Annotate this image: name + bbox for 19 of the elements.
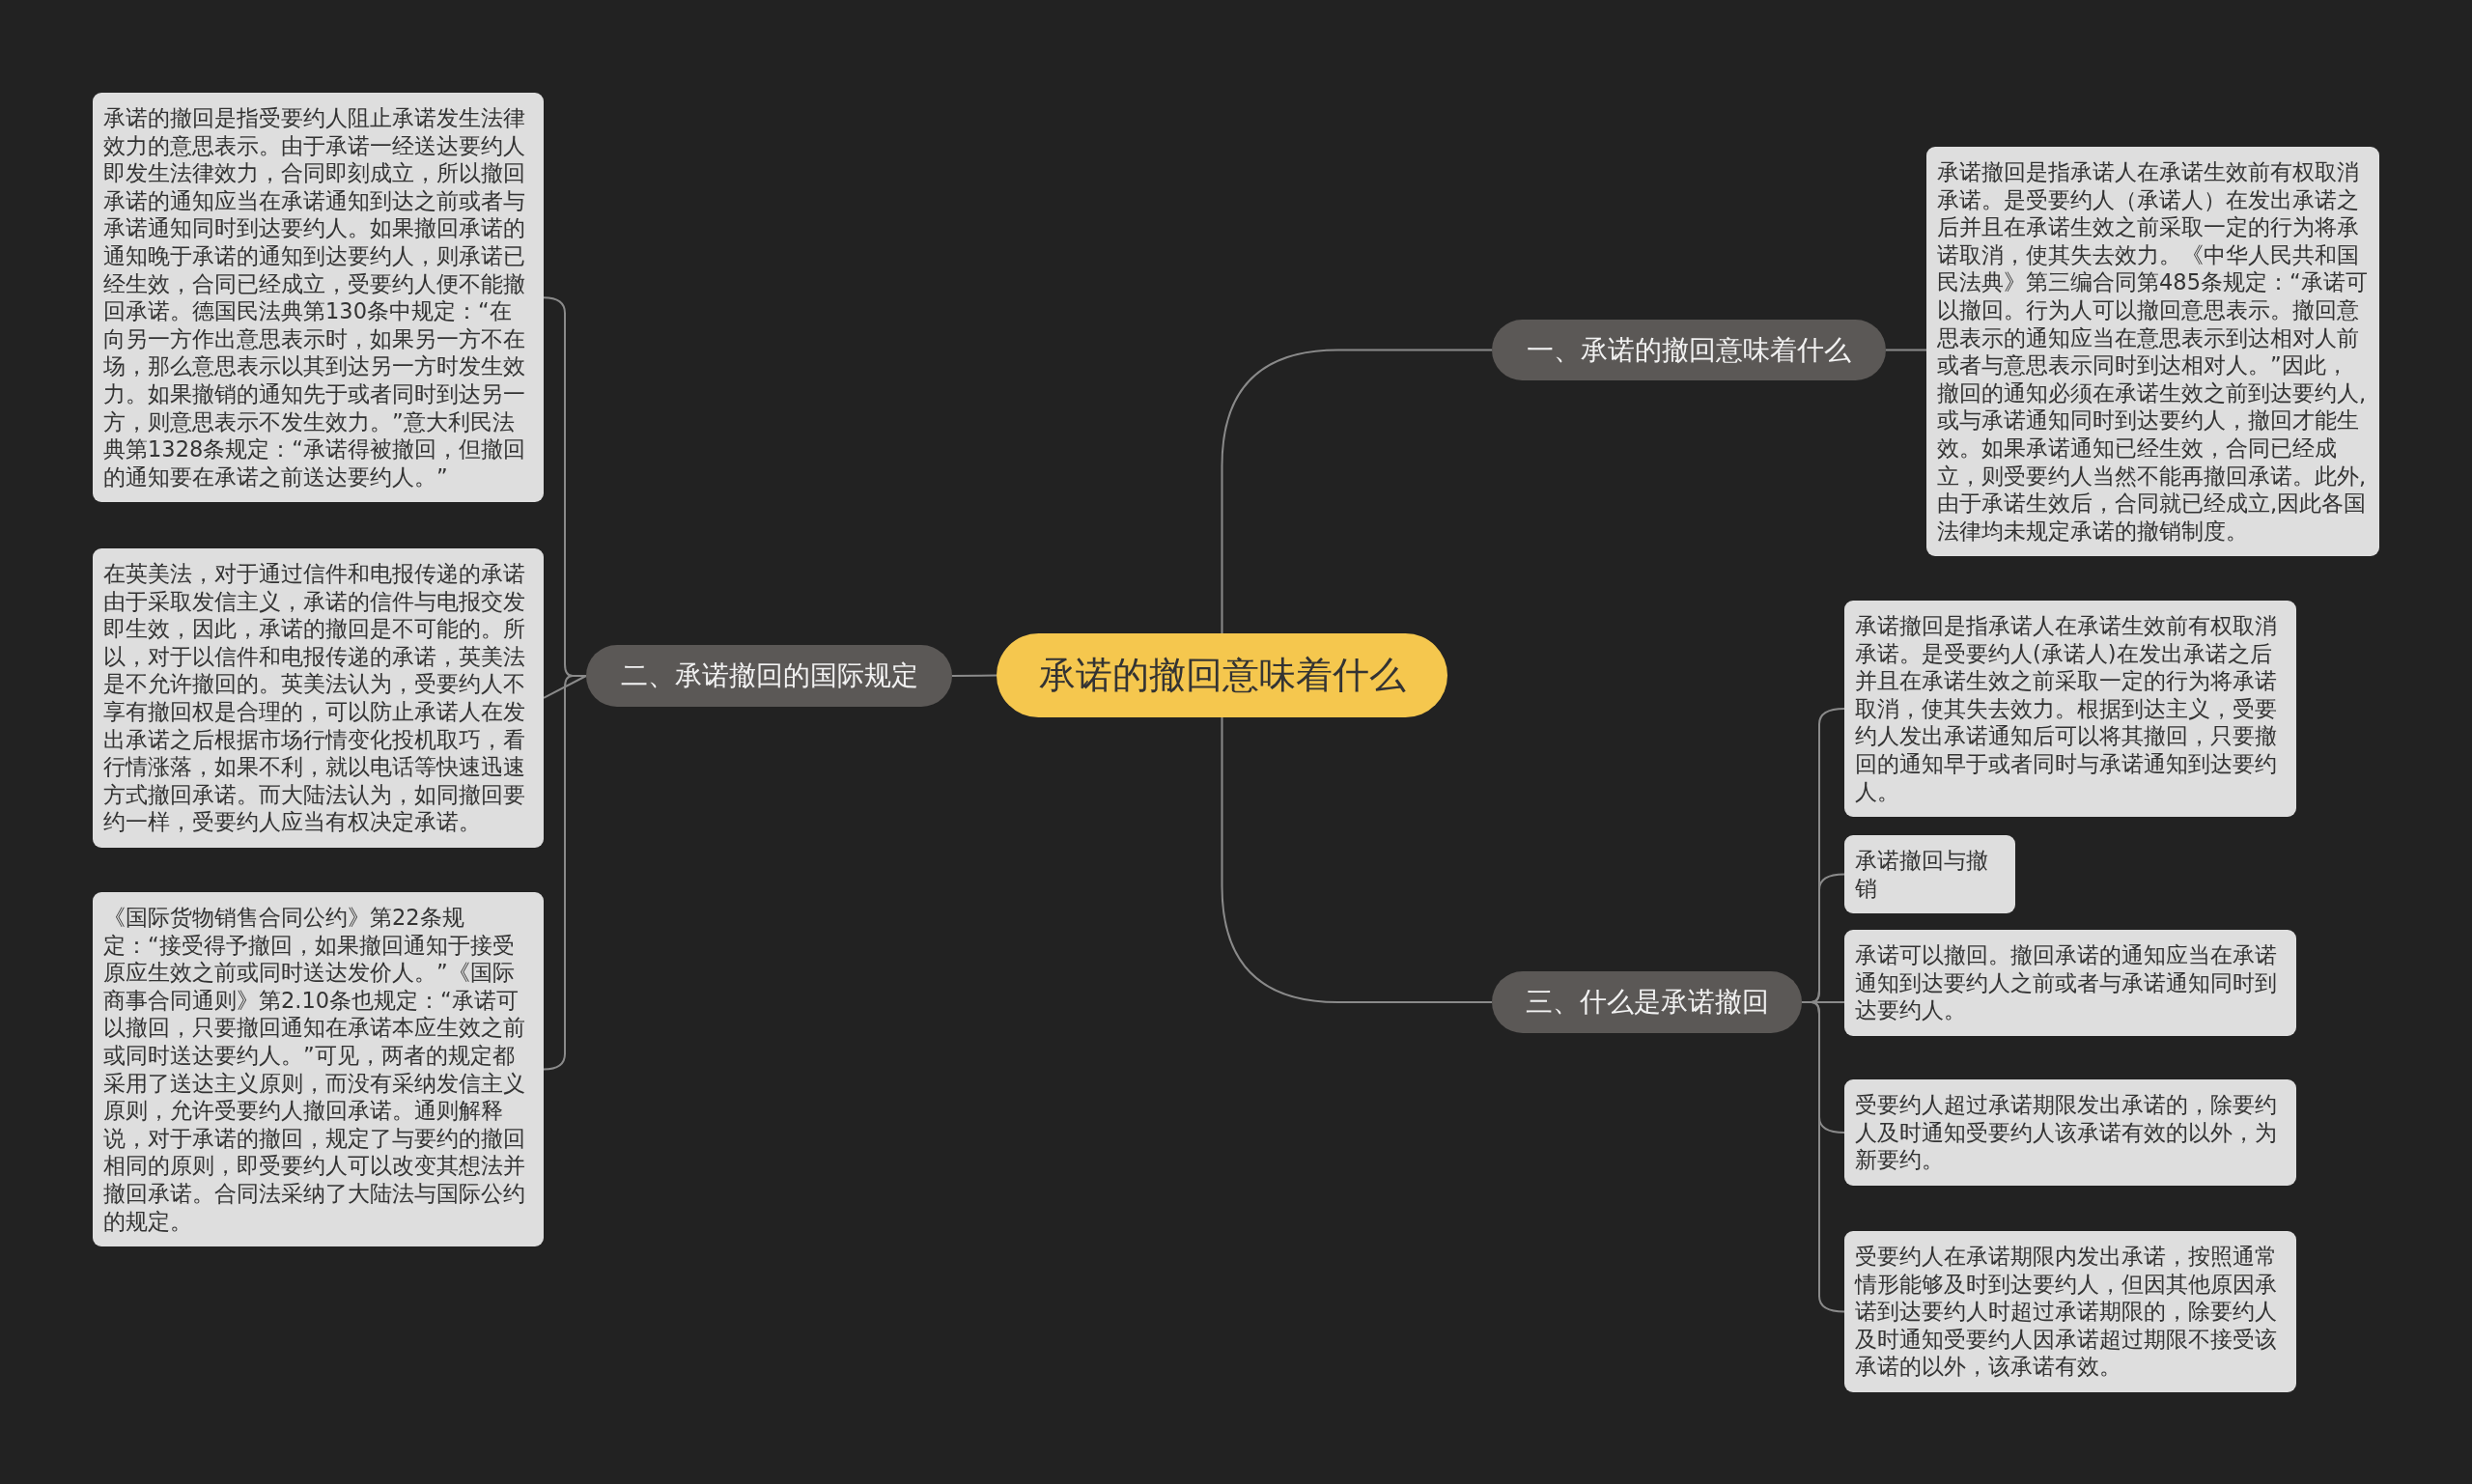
connector-line [1221, 716, 1493, 1003]
connector-line [1885, 349, 1927, 351]
central-topic: 承诺的撤回意味着什么 [997, 633, 1447, 717]
text-card: 承诺的撤回是指受要约人阻止承诺发生法律效力的意思表示。由于承诺一经送达要约人即发生法律效力，合同即刻成立，所以撤回承诺的通知应当在承诺通知到达之前或者与承诺通知同时到达要约人。如果撤回承诺的通知晚于承诺的通知到达要约人，则承诺已经生效，合同已经成立，受要约人便不能撤回承诺。德国民法典第130条中规定：“在向另一方作出意思表示时，如果另一方不在场，那么意思表示以其到达另一方时发生效力。如果撤销的通知先于或者同时到达另一方，则意思表示不发生效力。”意大利民法典第1328条规定：“承诺得被撤回，但撤回的通知要在承诺之前送达要约人。” [93, 93, 544, 503]
branch-topic: 三、什么是承诺撤回 [1492, 971, 1802, 1033]
connector-line [543, 675, 587, 699]
text-card: 在英美法，对于通过信件和电报传递的承诺由于采取发信主义，承诺的信件与电报交发即生效，因此，承诺的撤回是不可能的。所以，对于以信件和电报传递的承诺，英美法是不允许撤回的。英美法认为，受要约人不享有撤回权是合理的，可以防止承诺人在发出承诺之后根据市场行情变化投机取巧，看行情涨落，如果不利，就以电话等快速迅速方式撤回承诺。而大陆法认为，如同撤回要约一样，受要约人应当有权决定承诺。 [93, 548, 544, 848]
text-card: 承诺撤回与撤销 [1844, 835, 2015, 914]
branch-topic: 一、承诺的撤回意味着什么 [1492, 320, 1886, 380]
text-card: 承诺可以撤回。撤回承诺的通知应当在承诺通知到达要约人之前或者与承诺通知同时到达要约人。 [1844, 930, 2296, 1036]
connector-line [951, 674, 997, 677]
connector-line [1221, 349, 1493, 634]
text-card: 受要约人在承诺期限内发出承诺，按照通常情形能够及时到达要约人，但因其他原因承诺到达要约人时超过承诺期限的，除要约人及时通知受要约人因承诺超过期限不接受该承诺的以外，该承诺有效。 [1844, 1231, 2296, 1392]
connector-line [1801, 1001, 1845, 1313]
text-card: 《国际货物销售合同公约》第22条规定：“接受得予撤回，如果撤回通知于接受原应生效之前或同时送达发价人。”《国际商事合同通则》第2.10条也规定：“承诺可以撤回，只要撤回通知在承诺本应生效之前或同时送达要约人。”可见，两者的规定都采用了送达主义原则，而没有采纳发信主义原则，允许受要约人撤回承诺。通则解释说，对于承诺的撤回，规定了与要约的撤回相同的原则，即受要约人可以改变其想法并撤回承诺。合同法采纳了大陆法与国际公约的规定。 [93, 892, 544, 1247]
branch-topic: 二、承诺撤回的国际规定 [586, 645, 952, 707]
text-card: 承诺撤回是指承诺人在承诺生效前有权取消承诺。是受要约人（承诺人）在发出承诺之后并且在承诺生效之前采取一定的行为将承诺取消，使其失去效力。《中华人民共和国民法典》第三编合同第485条规定：“承诺可以撤回。行为人可以撤回意思表示。撤回意思表示的通知应当在意思表示到达相对人前或者与意思表示同时到达相对人。”因此，撤回的通知必须在承诺生效之前到达要约人,或与承诺通知同时到达要约人，撤回才能生效。如果承诺通知已经生效，合同已经成立，则受要约人当然不能再撤回承诺。此外,由于承诺生效后，合同就已经成立,因此各国法律均未规定承诺的撤销制度。 [1926, 147, 2379, 557]
text-card: 承诺撤回是指承诺人在承诺生效前有权取消承诺。是受要约人(承诺人)在发出承诺之后并且在承诺生效之前采取一定的行为将承诺取消，使其失去效力。根据到达主义，受要约人发出承诺通知后可以将其撤回，只要撤回的通知早于或者同时与承诺通知到达要约人。 [1844, 601, 2296, 818]
text-card: 受要约人超过承诺期限发出承诺的，除要约人及时通知受要约人该承诺有效的以外，为新要约。 [1844, 1079, 2296, 1186]
